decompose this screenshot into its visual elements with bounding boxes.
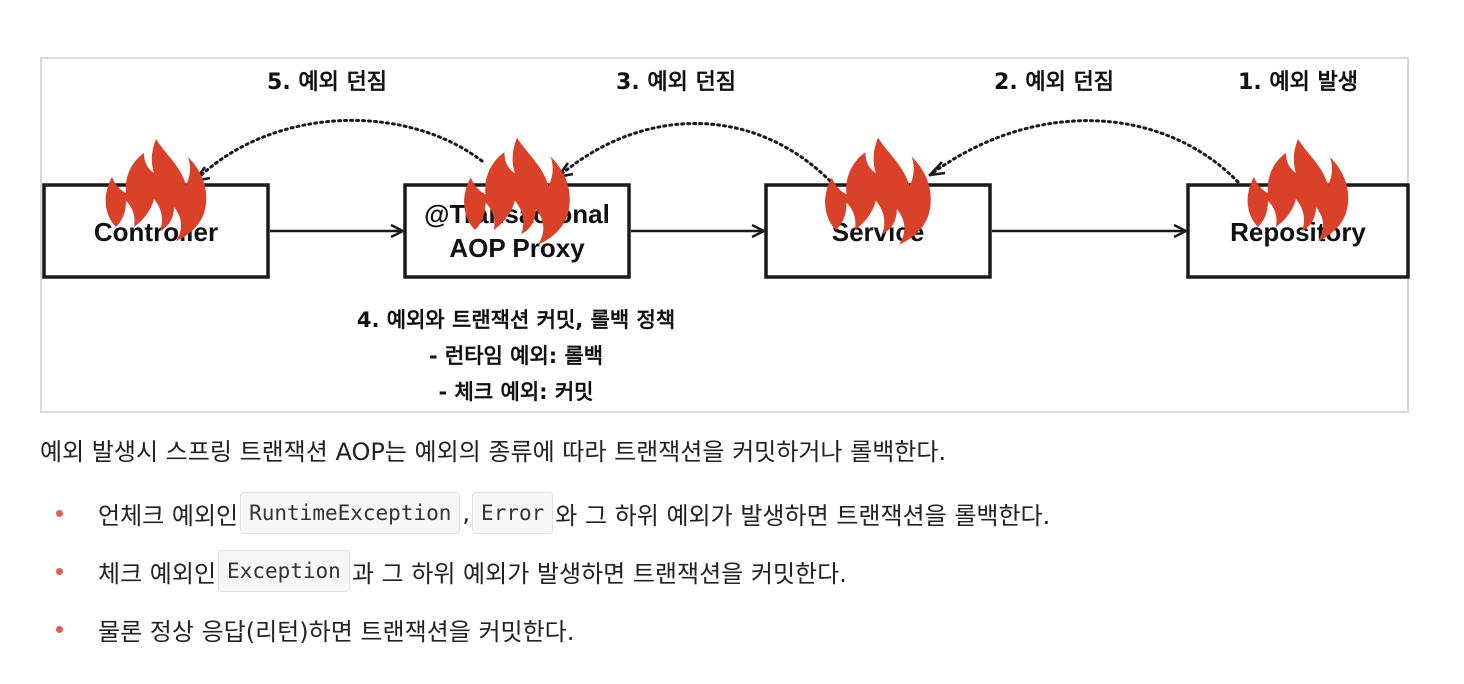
propagation-arrow-service-proxy — [556, 122, 832, 183]
bullet3-text: 물론 정상 응답(리턴)하면 트랜잭션을 커밋한다. — [98, 617, 575, 646]
bullet1-separator: , — [462, 499, 471, 527]
intro-paragraph: 예외 발생시 스프링 트랜잭션 AOP는 예외의 종류에 따라 트랜잭션을 커밋… — [40, 438, 947, 466]
proxy-label-line1: @Transactonal — [424, 199, 610, 229]
list-item: 언체크 예외인 RuntimeException , Error 와 그 하위 … — [0, 484, 1050, 542]
repository-label: Repository — [1230, 217, 1366, 247]
policy-checked: - 체크 예외: 커밋 — [439, 380, 594, 404]
step5-label: 5. 예외 던짐 — [267, 70, 387, 95]
step2-label: 2. 예외 던짐 — [994, 70, 1114, 95]
list-item: 체크 예외인 Exception 과 그 하위 예외가 발생하면 트랜잭션을 커… — [0, 542, 1050, 600]
bullet-icon — [56, 626, 63, 633]
propagation-arrow-repo-service — [928, 119, 1240, 184]
bullet1-suffix: 와 그 하위 예외가 발생하면 트랜잭션을 롤백한다. — [555, 501, 1051, 530]
propagation-arrow-proxy-controller — [193, 118, 484, 183]
bullet1-prefix: 언체크 예외인 — [98, 501, 239, 530]
diagram-frame: 5. 예외 던짐 3. 예외 던짐 2. 예외 던짐 1. 예외 발생 Cont… — [40, 57, 1410, 413]
exception-code: Exception — [218, 550, 350, 592]
arrowhead-2 — [929, 161, 946, 177]
proxy-label-line2: AOP Proxy — [449, 233, 585, 263]
rule-list: 언체크 예외인 RuntimeException , Error 와 그 하위 … — [0, 484, 1050, 658]
exception-flow-diagram: 5. 예외 던짐 3. 예외 던짐 2. 예외 던짐 1. 예외 발생 Cont… — [42, 70, 1410, 404]
bullet-icon — [56, 510, 63, 517]
step1-label: 1. 예외 발생 — [1238, 70, 1358, 95]
policy-runtime: - 런타임 예외: 롤백 — [429, 344, 603, 368]
list-item: 물론 정상 응답(리턴)하면 트랜잭션을 커밋한다. — [0, 600, 1050, 658]
runtime-exception-code: RuntimeException — [240, 492, 461, 534]
error-code: Error — [472, 492, 554, 534]
policy-title: 4. 예외와 트랜잭션 커밋, 롤백 정책 — [357, 308, 675, 332]
bullet-icon — [56, 568, 63, 575]
bullet2-prefix: 체크 예외인 — [98, 559, 217, 588]
bullet2-suffix: 과 그 하위 예외가 발생하면 트랜잭션을 커밋한다. — [351, 559, 847, 588]
step3-label: 3. 예외 던짐 — [616, 70, 736, 95]
